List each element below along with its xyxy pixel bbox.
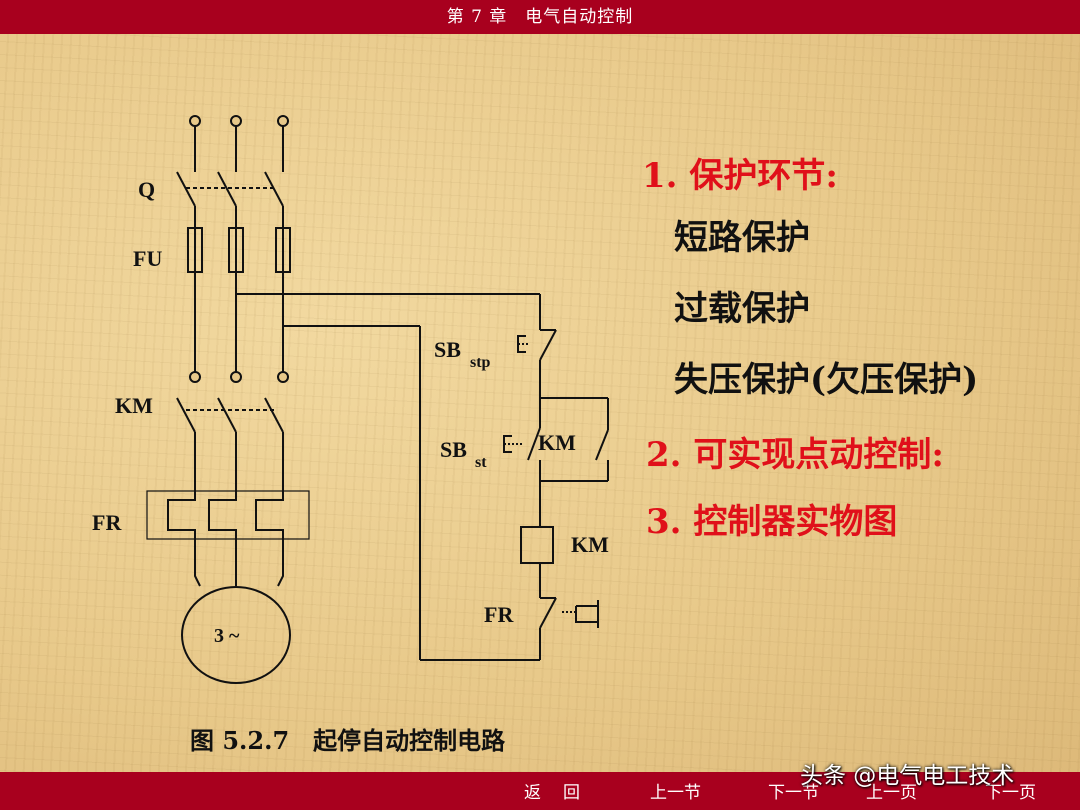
back-button[interactable]: 返回 [524, 783, 602, 803]
item2[interactable]: 2. 可实现点动控制: [646, 435, 944, 475]
item3[interactable]: 3. 控制器实物图 [646, 502, 898, 542]
item1-point-3: 失压保护(欠压保护) [674, 360, 979, 400]
item1-point-1: 短路保护 [674, 218, 810, 258]
fuses-fu [187, 222, 291, 278]
item1-title: 1. 保护环节: [642, 156, 838, 196]
navigation-bar [0, 772, 1080, 810]
thermal-relay-fr [146, 490, 310, 540]
next-page-button[interactable]: 下一页 [985, 783, 1036, 803]
contactor-km-main [176, 397, 284, 433]
label-fr-ctrl: FR [484, 602, 514, 627]
label-km-aux: KM [538, 430, 576, 455]
prev-page-button[interactable]: 上一页 [866, 783, 917, 803]
label-sb-stp: SB [434, 337, 461, 362]
label-sb-st-sub: st [475, 454, 487, 471]
label-q: Q [138, 177, 155, 202]
next-section-button[interactable]: 下一节 [768, 783, 819, 803]
label-fu: FU [133, 246, 162, 271]
motor [181, 586, 291, 684]
figure-caption: 图 5.2.7 起停自动控制电路 [190, 726, 506, 755]
item1-point-2: 过载保护 [674, 289, 810, 329]
thermal-contact-fr [539, 597, 599, 629]
chapter-header: 第 7 章 电气自动控制 [0, 0, 1080, 34]
label-motor: 3 ~ [214, 625, 240, 647]
label-fr-main: FR [92, 510, 122, 535]
switch-q [176, 171, 284, 207]
label-km-main: KM [115, 393, 153, 418]
terminal-l3 [277, 115, 289, 127]
terminal-l2 [230, 115, 242, 127]
contactor-coil-km [520, 526, 554, 564]
watermark: 头条 @电气电工技术 [800, 763, 1015, 789]
label-km-coil: KM [571, 532, 609, 557]
stop-button-sb-stp [517, 294, 557, 361]
chapter-title: 第 7 章 电气自动控制 [446, 7, 634, 27]
prev-section-button[interactable]: 上一节 [650, 783, 701, 803]
label-sb-stp-sub: stp [470, 354, 491, 371]
label-sb-st: SB [440, 437, 467, 462]
terminal-l1 [189, 115, 201, 127]
